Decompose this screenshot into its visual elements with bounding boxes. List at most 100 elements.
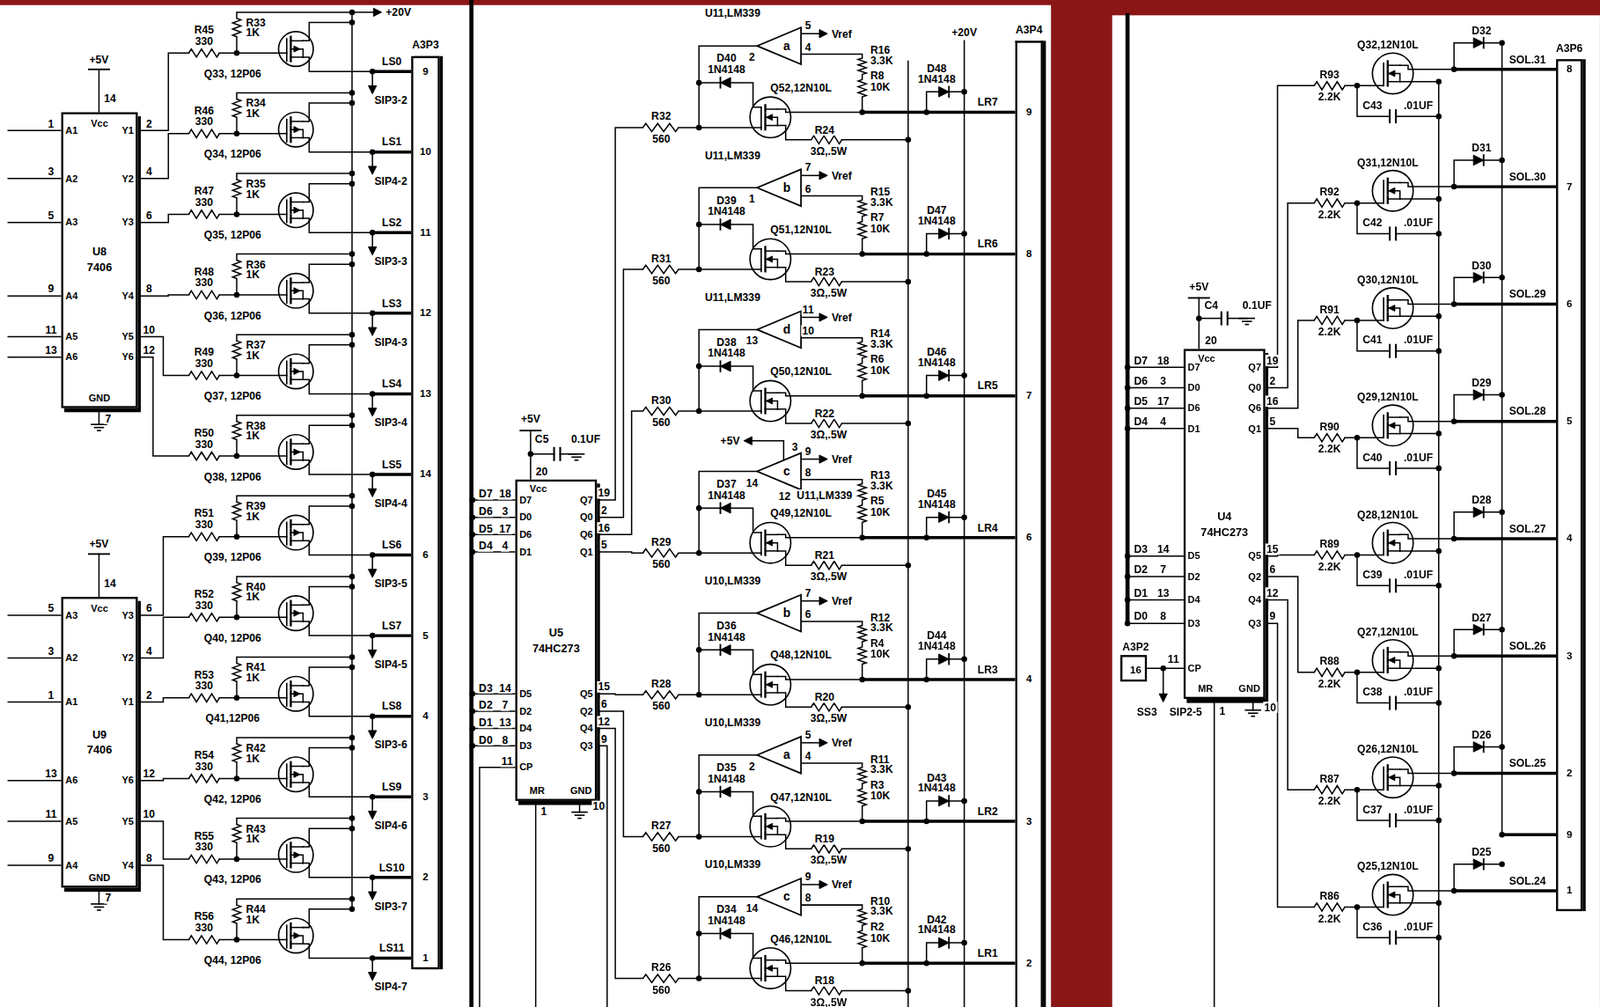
wire (290, 926, 303, 929)
wire (1387, 64, 1401, 67)
component-label: 1K (244, 913, 261, 925)
wire (372, 956, 412, 960)
component-label: 7 (804, 161, 813, 173)
wire (138, 337, 190, 376)
component-label: Q28,12N10L (1356, 508, 1420, 520)
component-label: R37 (244, 339, 267, 351)
component-label: 560 (651, 417, 672, 428)
component-label: LR4 (976, 521, 999, 533)
component-label: 18 (498, 488, 513, 500)
wire (842, 139, 909, 141)
resistor-symbol (642, 406, 679, 415)
component-label: C41 (1361, 334, 1384, 345)
component-label: LS9 (381, 781, 404, 793)
comparator-symbol: b (756, 168, 801, 206)
wire (719, 786, 722, 798)
arrow-head (368, 891, 377, 900)
wire (302, 943, 373, 958)
junction-dot (1498, 391, 1505, 397)
arrow-head (368, 408, 377, 417)
ground-symbol (1247, 711, 1259, 714)
wire (765, 675, 778, 678)
component-label: R87 (1318, 772, 1341, 784)
junction-dot (528, 451, 534, 457)
resistor-symbol (188, 613, 220, 622)
component-label: 4 (804, 750, 813, 762)
comparator-symbol: a (756, 27, 801, 65)
resistor-symbol (232, 501, 241, 521)
connector-pin: 8 (1566, 64, 1572, 75)
resistor-symbol (232, 260, 241, 279)
resistor-symbol (232, 340, 241, 360)
wire (372, 231, 412, 235)
wire (1453, 536, 1556, 540)
wire (1395, 702, 1439, 705)
wire (98, 411, 101, 425)
wire (760, 815, 763, 839)
arrow-head (819, 455, 828, 463)
arrow-head (1159, 693, 1167, 702)
component-label: R29 (650, 535, 673, 547)
mosfet-symbol (749, 238, 791, 279)
component-label: R18 (813, 975, 836, 986)
junction-dot (349, 89, 355, 96)
component-label: 15 (1265, 543, 1280, 555)
wire (862, 819, 1016, 823)
junction-dot (905, 420, 911, 426)
wire (1382, 767, 1385, 791)
component-label: 560 (651, 275, 672, 287)
component-label: 10K (869, 365, 892, 376)
wire (1482, 858, 1485, 870)
component-label: 1N4148 (706, 347, 747, 359)
component-label: 1 (748, 193, 756, 205)
pin-name: Y5 (121, 816, 133, 827)
pin-name: Y6 (121, 352, 133, 362)
pin-name: MR (1197, 683, 1213, 694)
wire (777, 392, 862, 396)
wire (302, 782, 373, 797)
pin-name: Q7 (1247, 362, 1262, 373)
wire (765, 534, 778, 536)
junction-dot (1498, 39, 1505, 45)
junction-dot (1124, 573, 1131, 580)
junction-dot (349, 100, 355, 106)
mosfet-arrow (293, 45, 301, 52)
ground-symbol (1244, 709, 1262, 712)
junction-dot (1436, 817, 1442, 823)
resistor-symbol (232, 98, 241, 118)
mosfet-arrow (293, 448, 301, 456)
component-label: R22 (813, 407, 836, 419)
wire (290, 298, 303, 301)
component-label: 2 (748, 51, 756, 63)
junction-dot (349, 412, 355, 419)
component-label: LS4 (381, 378, 404, 389)
pin-name: Q5 (579, 689, 594, 699)
junction-dot (905, 704, 911, 710)
wire (1453, 160, 1502, 187)
component-label: 0.1UF (570, 433, 602, 444)
component-label: LS6 (381, 539, 404, 551)
resistor-symbol (188, 532, 220, 541)
wire (290, 701, 303, 704)
comparator-symbol: b (756, 594, 801, 632)
wire (7, 130, 61, 133)
wire (1400, 417, 1454, 422)
comparator-symbol: c (756, 453, 801, 491)
resistor-symbol (1313, 902, 1345, 911)
wire (765, 124, 778, 127)
diode-symbol (720, 77, 732, 89)
wire (777, 550, 811, 566)
component-label: R13 (869, 469, 892, 481)
mosfet-arrow (1388, 422, 1395, 429)
wire (760, 957, 763, 981)
wire (1382, 649, 1385, 673)
wire (765, 408, 778, 411)
wire (765, 550, 778, 552)
component-label: 14 (1156, 543, 1171, 555)
component-label: 1N4148 (917, 356, 957, 367)
connector-pin: 7 (1566, 181, 1572, 192)
component-label: 5 (600, 539, 609, 551)
component-label: 7 (103, 892, 112, 903)
pin-name: D3 (1188, 618, 1201, 629)
wire (290, 217, 303, 220)
